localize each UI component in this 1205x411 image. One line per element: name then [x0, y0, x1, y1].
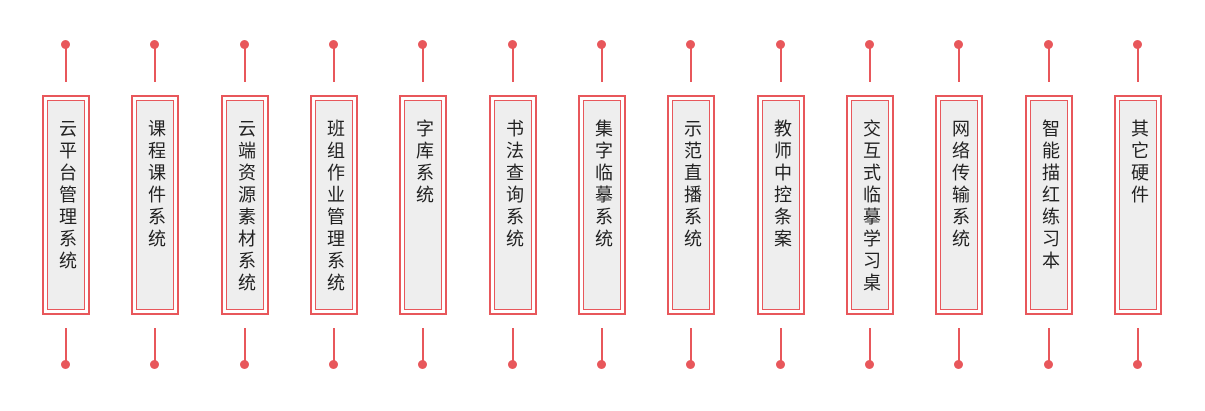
bottom-connector	[690, 328, 692, 364]
bottom-dot	[1044, 360, 1053, 369]
node-class-homework: 班组作业管理系统	[310, 0, 358, 411]
label-box: 其它硬件	[1114, 95, 1162, 315]
bottom-connector	[65, 328, 67, 364]
label-box: 智能描红练习本	[1025, 95, 1073, 315]
node-label: 智能描红练习本	[1039, 119, 1060, 273]
node-label: 课程课件系统	[145, 119, 166, 251]
bottom-dot	[1133, 360, 1142, 369]
node-demo-livestream: 示范直播系统	[667, 0, 715, 411]
bottom-connector	[422, 328, 424, 364]
label-box: 示范直播系统	[667, 95, 715, 315]
node-cloud-resources: 云端资源素材系统	[221, 0, 269, 411]
node-label: 其它硬件	[1128, 119, 1149, 207]
bottom-connector	[780, 328, 782, 364]
top-connector	[512, 44, 514, 82]
top-connector	[154, 44, 156, 82]
label-box: 书法查询系统	[489, 95, 537, 315]
top-connector	[780, 44, 782, 82]
bottom-connector	[244, 328, 246, 364]
label-box: 字库系统	[399, 95, 447, 315]
node-font-library: 字库系统	[399, 0, 447, 411]
node-interactive-desk: 交互式临摹学习桌	[846, 0, 894, 411]
bottom-dot	[61, 360, 70, 369]
bottom-dot	[686, 360, 695, 369]
bottom-dot	[597, 360, 606, 369]
label-box: 交互式临摹学习桌	[846, 95, 894, 315]
node-label: 集字临摹系统	[592, 119, 613, 251]
node-calligraphy-search: 书法查询系统	[489, 0, 537, 411]
node-teacher-console: 教师中控条案	[757, 0, 805, 411]
node-character-copying: 集字临摹系统	[578, 0, 626, 411]
bottom-connector	[1137, 328, 1139, 364]
bottom-dot	[240, 360, 249, 369]
bottom-connector	[869, 328, 871, 364]
node-cloud-platform: 云平台管理系统	[42, 0, 90, 411]
top-connector	[958, 44, 960, 82]
bottom-connector	[512, 328, 514, 364]
node-label: 示范直播系统	[681, 119, 702, 251]
bottom-connector	[958, 328, 960, 364]
label-box: 班组作业管理系统	[310, 95, 358, 315]
node-label: 书法查询系统	[503, 119, 524, 251]
node-label: 交互式临摹学习桌	[860, 119, 881, 295]
top-connector	[869, 44, 871, 82]
top-connector	[422, 44, 424, 82]
bottom-connector	[1048, 328, 1050, 364]
bottom-dot	[329, 360, 338, 369]
node-label: 字库系统	[413, 119, 434, 207]
top-connector	[244, 44, 246, 82]
label-box: 云平台管理系统	[42, 95, 90, 315]
top-connector	[1137, 44, 1139, 82]
bottom-dot	[776, 360, 785, 369]
bottom-dot	[508, 360, 517, 369]
top-connector	[333, 44, 335, 82]
node-label: 教师中控条案	[771, 119, 792, 251]
bottom-connector	[333, 328, 335, 364]
node-label: 网络传输系统	[949, 119, 970, 251]
node-other-hardware: 其它硬件	[1114, 0, 1162, 411]
bottom-connector	[601, 328, 603, 364]
node-label: 班组作业管理系统	[324, 119, 345, 295]
label-box: 课程课件系统	[131, 95, 179, 315]
bottom-dot	[150, 360, 159, 369]
node-label: 云端资源素材系统	[235, 119, 256, 295]
label-box: 网络传输系统	[935, 95, 983, 315]
node-label: 云平台管理系统	[56, 119, 77, 273]
top-connector	[601, 44, 603, 82]
label-box: 集字临摹系统	[578, 95, 626, 315]
node-network-transmission: 网络传输系统	[935, 0, 983, 411]
bottom-connector	[154, 328, 156, 364]
top-connector	[65, 44, 67, 82]
bottom-dot	[865, 360, 874, 369]
bottom-dot	[954, 360, 963, 369]
label-box: 云端资源素材系统	[221, 95, 269, 315]
node-courseware: 课程课件系统	[131, 0, 179, 411]
top-connector	[690, 44, 692, 82]
top-connector	[1048, 44, 1050, 82]
label-box: 教师中控条案	[757, 95, 805, 315]
node-smart-tracing-book: 智能描红练习本	[1025, 0, 1073, 411]
bottom-dot	[418, 360, 427, 369]
